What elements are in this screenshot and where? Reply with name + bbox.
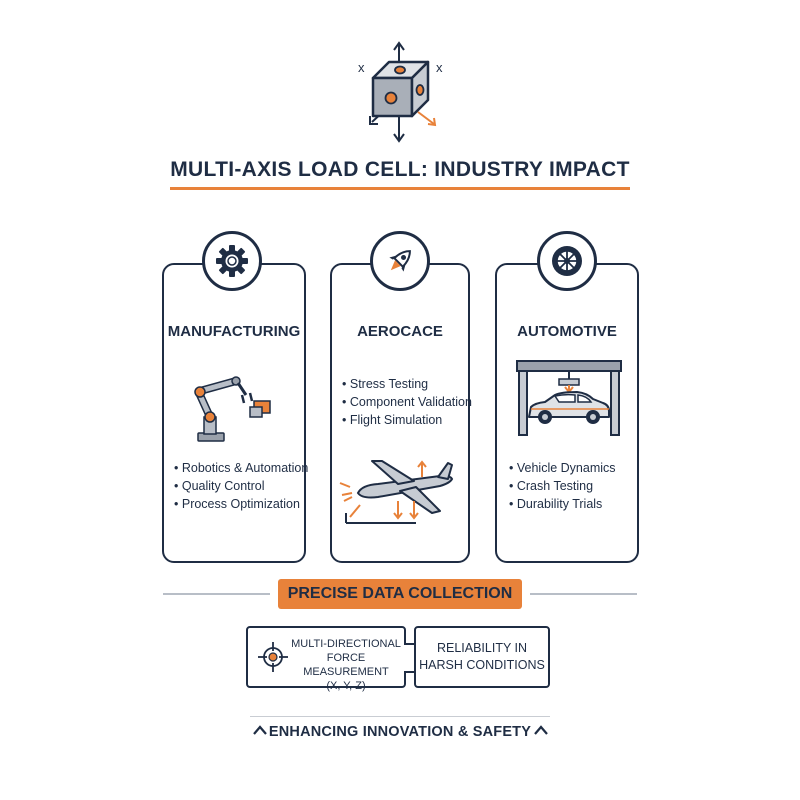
list-item: Robotics & Automation	[174, 459, 308, 477]
list-item: Durability Trials	[509, 495, 616, 513]
rocket-icon	[389, 250, 411, 272]
list-item: Quality Control	[174, 477, 308, 495]
list-item: Vehicle Dynamics	[509, 459, 616, 477]
axis-label-right: x	[436, 60, 443, 75]
axis-label-left: x	[358, 60, 365, 75]
gear-icon	[216, 245, 248, 277]
list-item: Flight Simulation	[342, 411, 472, 429]
list-item: Stress Testing	[342, 375, 472, 393]
card-bullets: Vehicle Dynamics Crash Testing Durabilit…	[509, 459, 616, 513]
box-line: FORCE MEASUREMENT	[303, 652, 389, 678]
divider-right	[530, 593, 637, 595]
multi-directional-box: MULTI-DIRECTIONAL FORCE MEASUREMENT (X, …	[246, 626, 406, 692]
list-item: Component Validation	[342, 393, 472, 411]
airplane-test-icon	[339, 460, 454, 524]
box-line: MULTI-DIRECTIONAL	[291, 638, 401, 650]
wheel-icon	[552, 246, 582, 276]
box-line: (X, Y, Z)	[326, 680, 366, 692]
divider-left	[163, 593, 270, 595]
card-automotive: AUTOMOTIVE Vehicle Dynamics Crash Testin…	[495, 263, 639, 563]
card-aerospace: AEROCACE Stress Testing Component Valida…	[330, 263, 472, 563]
list-item: Process Optimization	[174, 495, 308, 513]
car-test-rig-icon	[516, 360, 622, 436]
card-heading: MANUFACTURING	[167, 323, 301, 340]
footer-tagline: ENHANCING INNOVATION & SAFETY	[268, 724, 532, 740]
box-line: RELIABILITY IN	[436, 641, 528, 655]
list-item: Crash Testing	[509, 477, 616, 495]
reliability-box: RELIABILITY IN HARSH CONDITIONS	[414, 626, 550, 688]
load-cell-cube-icon	[369, 41, 437, 143]
box-line: HARSH CONDITIONS	[419, 658, 545, 672]
gear-badge	[202, 231, 262, 291]
card-manufacturing: MANUFACTURING Robotics & Automation Qual…	[162, 263, 308, 563]
title-underline	[170, 187, 630, 190]
chevron-up-icon	[253, 725, 267, 735]
wheel-badge	[537, 231, 597, 291]
card-bullets: Robotics & Automation Quality Control Pr…	[174, 459, 308, 513]
robot-arm-icon	[194, 376, 271, 442]
rocket-badge	[370, 231, 430, 291]
crosshair-icon	[258, 642, 288, 672]
precise-data-label: PRECISE DATA COLLECTION	[278, 579, 522, 609]
box-connector	[404, 643, 416, 673]
footer-rule	[250, 716, 550, 717]
chevron-up-icon	[534, 725, 548, 735]
page-title: MULTI-AXIS LOAD CELL: INDUSTRY IMPACT	[170, 158, 630, 181]
card-bullets: Stress Testing Component Validation Flig…	[342, 375, 472, 429]
card-heading: AUTOMOTIVE	[517, 323, 617, 340]
card-heading: AEROCACE	[357, 323, 443, 340]
